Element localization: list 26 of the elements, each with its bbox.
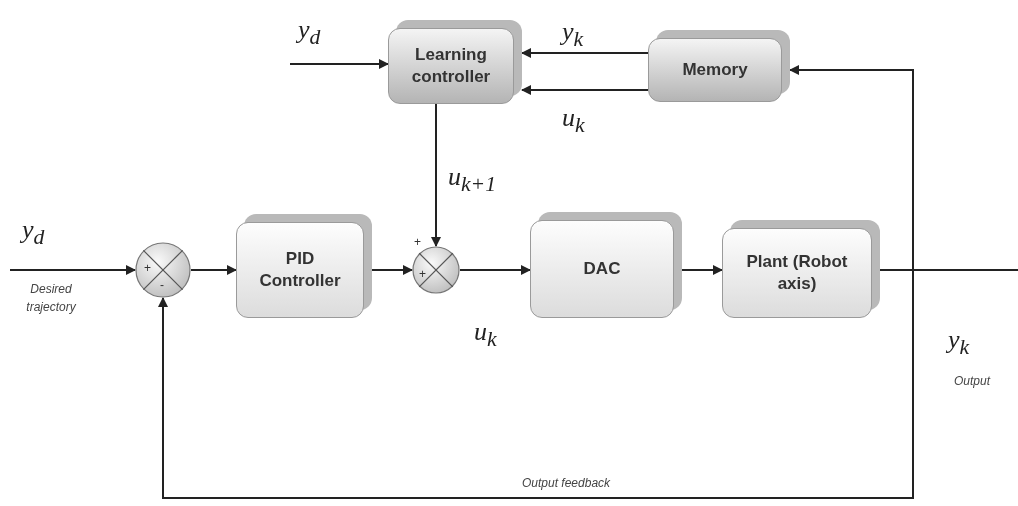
sign-label: - <box>160 279 164 291</box>
box-label: DAC <box>583 257 621 280</box>
box-label: PID Controller <box>258 247 342 292</box>
arrow <box>371 265 413 275</box>
box-label: Memory <box>682 58 748 81</box>
arrow <box>9 265 136 275</box>
sign-label: + <box>414 236 421 248</box>
arrow <box>681 265 723 275</box>
box-label: Plant (Robot axis) <box>745 250 849 295</box>
arrow <box>431 103 441 247</box>
process-box <box>388 20 522 104</box>
arrow <box>459 265 531 275</box>
sign-label: + <box>419 268 426 280</box>
arrow <box>789 65 914 271</box>
process-box <box>530 212 682 318</box>
arrow <box>289 59 389 69</box>
arrow <box>521 48 649 58</box>
box-label: Learning controller <box>410 43 492 88</box>
arrow <box>521 85 649 95</box>
arrow <box>158 269 914 499</box>
arrow <box>190 265 237 275</box>
process-box <box>722 220 880 318</box>
sign-label: + <box>144 262 151 274</box>
process-box <box>648 30 790 102</box>
process-box <box>236 214 372 318</box>
summing-junction <box>135 242 191 298</box>
